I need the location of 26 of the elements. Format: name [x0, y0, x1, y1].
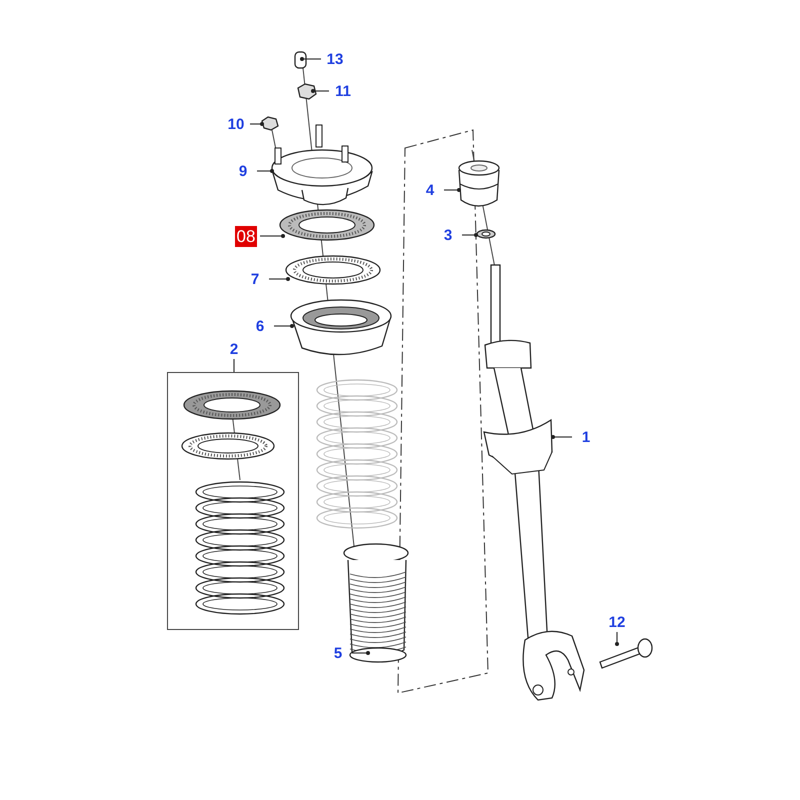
callout-number: 11: [335, 84, 351, 98]
callout-number: 5: [334, 646, 342, 660]
leader-line: [615, 632, 619, 646]
callout-number: 4: [426, 182, 434, 198]
leader-line: [462, 233, 478, 237]
leader-line: [274, 324, 294, 328]
leader-line: [551, 435, 572, 439]
callout-number: 1: [582, 430, 590, 444]
callout-number: 2: [230, 342, 238, 356]
callout-number: 08: [234, 226, 258, 246]
callout-number: 13: [326, 52, 344, 66]
leader-line: [444, 188, 461, 192]
leader-line: [260, 234, 285, 238]
callout-number: 7: [250, 272, 260, 286]
callout-number: 9: [238, 164, 248, 178]
leader-line: [311, 89, 330, 93]
leader-line: [268, 277, 290, 281]
callout-number: 3: [444, 228, 452, 242]
leader-line: [250, 122, 264, 126]
kit-outline-box: [167, 372, 299, 630]
leader-line: [352, 651, 370, 655]
leader-line: [256, 169, 274, 173]
callout-number: 6: [256, 318, 264, 334]
callout-number: 12: [608, 614, 626, 630]
callout-number: 10: [228, 116, 244, 132]
leader-line: [300, 57, 322, 61]
